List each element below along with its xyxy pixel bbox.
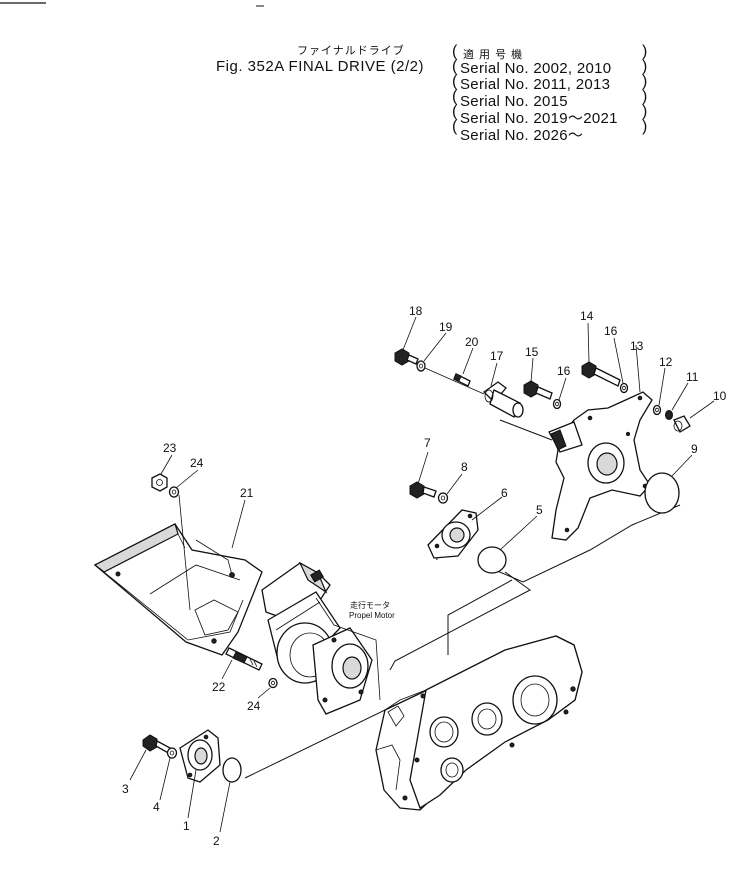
part-13-bracket-plate bbox=[548, 391, 653, 541]
title-japanese: ファイナルドライブ bbox=[297, 45, 405, 57]
part-21-cover-tray bbox=[93, 523, 263, 656]
callout-14: 14 bbox=[580, 309, 594, 323]
part-18-bolt bbox=[394, 348, 419, 366]
serial-line-5: Serial No. 2026～ bbox=[460, 127, 584, 144]
serial-open-paren: (((((( bbox=[452, 43, 458, 135]
serial-line-4: Serial No. 2019～2021 bbox=[460, 110, 618, 127]
serial-line-2: Serial No. 2011, 2013 bbox=[460, 76, 611, 93]
part-16-washer-b bbox=[552, 398, 562, 410]
part-2-o-ring bbox=[222, 757, 242, 783]
callout-18: 18 bbox=[409, 304, 423, 318]
callout-numbers: 1 2 3 4 5 6 7 8 9 10 11 12 13 14 15 16 1… bbox=[122, 304, 727, 848]
part-15-bolt bbox=[523, 380, 553, 400]
part-24-washer-upper bbox=[168, 486, 180, 498]
callout-23: 23 bbox=[163, 441, 177, 455]
callout-13: 13 bbox=[630, 339, 644, 353]
callout-24a: 24 bbox=[190, 456, 204, 470]
callout-11: 11 bbox=[686, 370, 699, 384]
part-5-o-ring bbox=[477, 546, 507, 574]
leader-lines bbox=[129, 316, 715, 833]
callout-4: 4 bbox=[153, 800, 160, 814]
gear-case-housing bbox=[375, 635, 583, 811]
part-19-washer bbox=[416, 360, 426, 372]
applicability-japanese: 適 用 号 機 bbox=[463, 49, 524, 61]
callout-9: 9 bbox=[691, 442, 698, 456]
assembly-line-18 bbox=[424, 367, 485, 395]
part-10-plug bbox=[673, 415, 691, 433]
callout-5: 5 bbox=[536, 503, 543, 517]
part-11-plug bbox=[665, 410, 673, 420]
callout-6: 6 bbox=[501, 486, 508, 500]
part-12-washer bbox=[652, 404, 662, 416]
callout-16a: 16 bbox=[604, 324, 618, 338]
part-24-washer-lower bbox=[268, 677, 278, 689]
callout-17: 17 bbox=[490, 349, 504, 363]
callout-7: 7 bbox=[424, 436, 431, 450]
part-20-bolt bbox=[453, 373, 471, 387]
callout-20: 20 bbox=[465, 335, 479, 349]
callout-16b: 16 bbox=[557, 364, 571, 378]
part-16-washer-a bbox=[619, 382, 629, 394]
callout-15: 15 bbox=[525, 345, 539, 359]
serial-close-paren: )))))) bbox=[642, 43, 648, 135]
part-23-nut bbox=[151, 473, 168, 492]
part-9-o-ring bbox=[644, 472, 680, 514]
callout-22: 22 bbox=[212, 680, 226, 694]
part-22-stud bbox=[225, 647, 263, 671]
part-4-washer bbox=[166, 747, 178, 759]
part-14-bolt bbox=[581, 361, 621, 387]
callout-19: 19 bbox=[439, 320, 453, 334]
serial-line-1: Serial No. 2002, 2010 bbox=[460, 60, 612, 77]
part-6-flange bbox=[427, 509, 479, 559]
propel-motor bbox=[261, 561, 381, 715]
callout-1: 1 bbox=[183, 819, 190, 833]
callout-21: 21 bbox=[240, 486, 254, 500]
callout-10: 10 bbox=[713, 389, 727, 403]
propel-motor-label: Propel Motor bbox=[349, 611, 395, 620]
part-7-bolt bbox=[409, 481, 437, 499]
assembly-lines bbox=[244, 419, 681, 779]
serial-line-3: Serial No. 2015 bbox=[460, 93, 568, 110]
part-1-flange bbox=[179, 729, 221, 783]
assembly-line-23 bbox=[178, 494, 191, 611]
callout-8: 8 bbox=[461, 460, 468, 474]
callout-12: 12 bbox=[659, 355, 673, 369]
callout-3: 3 bbox=[122, 782, 129, 796]
figure-title: Fig. 352A FINAL DRIVE (2/2) bbox=[216, 58, 425, 75]
callout-24b: 24 bbox=[247, 699, 261, 713]
propel-motor-label-jp: 走行モータ bbox=[350, 600, 390, 610]
callout-2: 2 bbox=[213, 834, 220, 848]
part-8-washer bbox=[437, 492, 449, 504]
part-17-sleeve bbox=[482, 381, 524, 418]
